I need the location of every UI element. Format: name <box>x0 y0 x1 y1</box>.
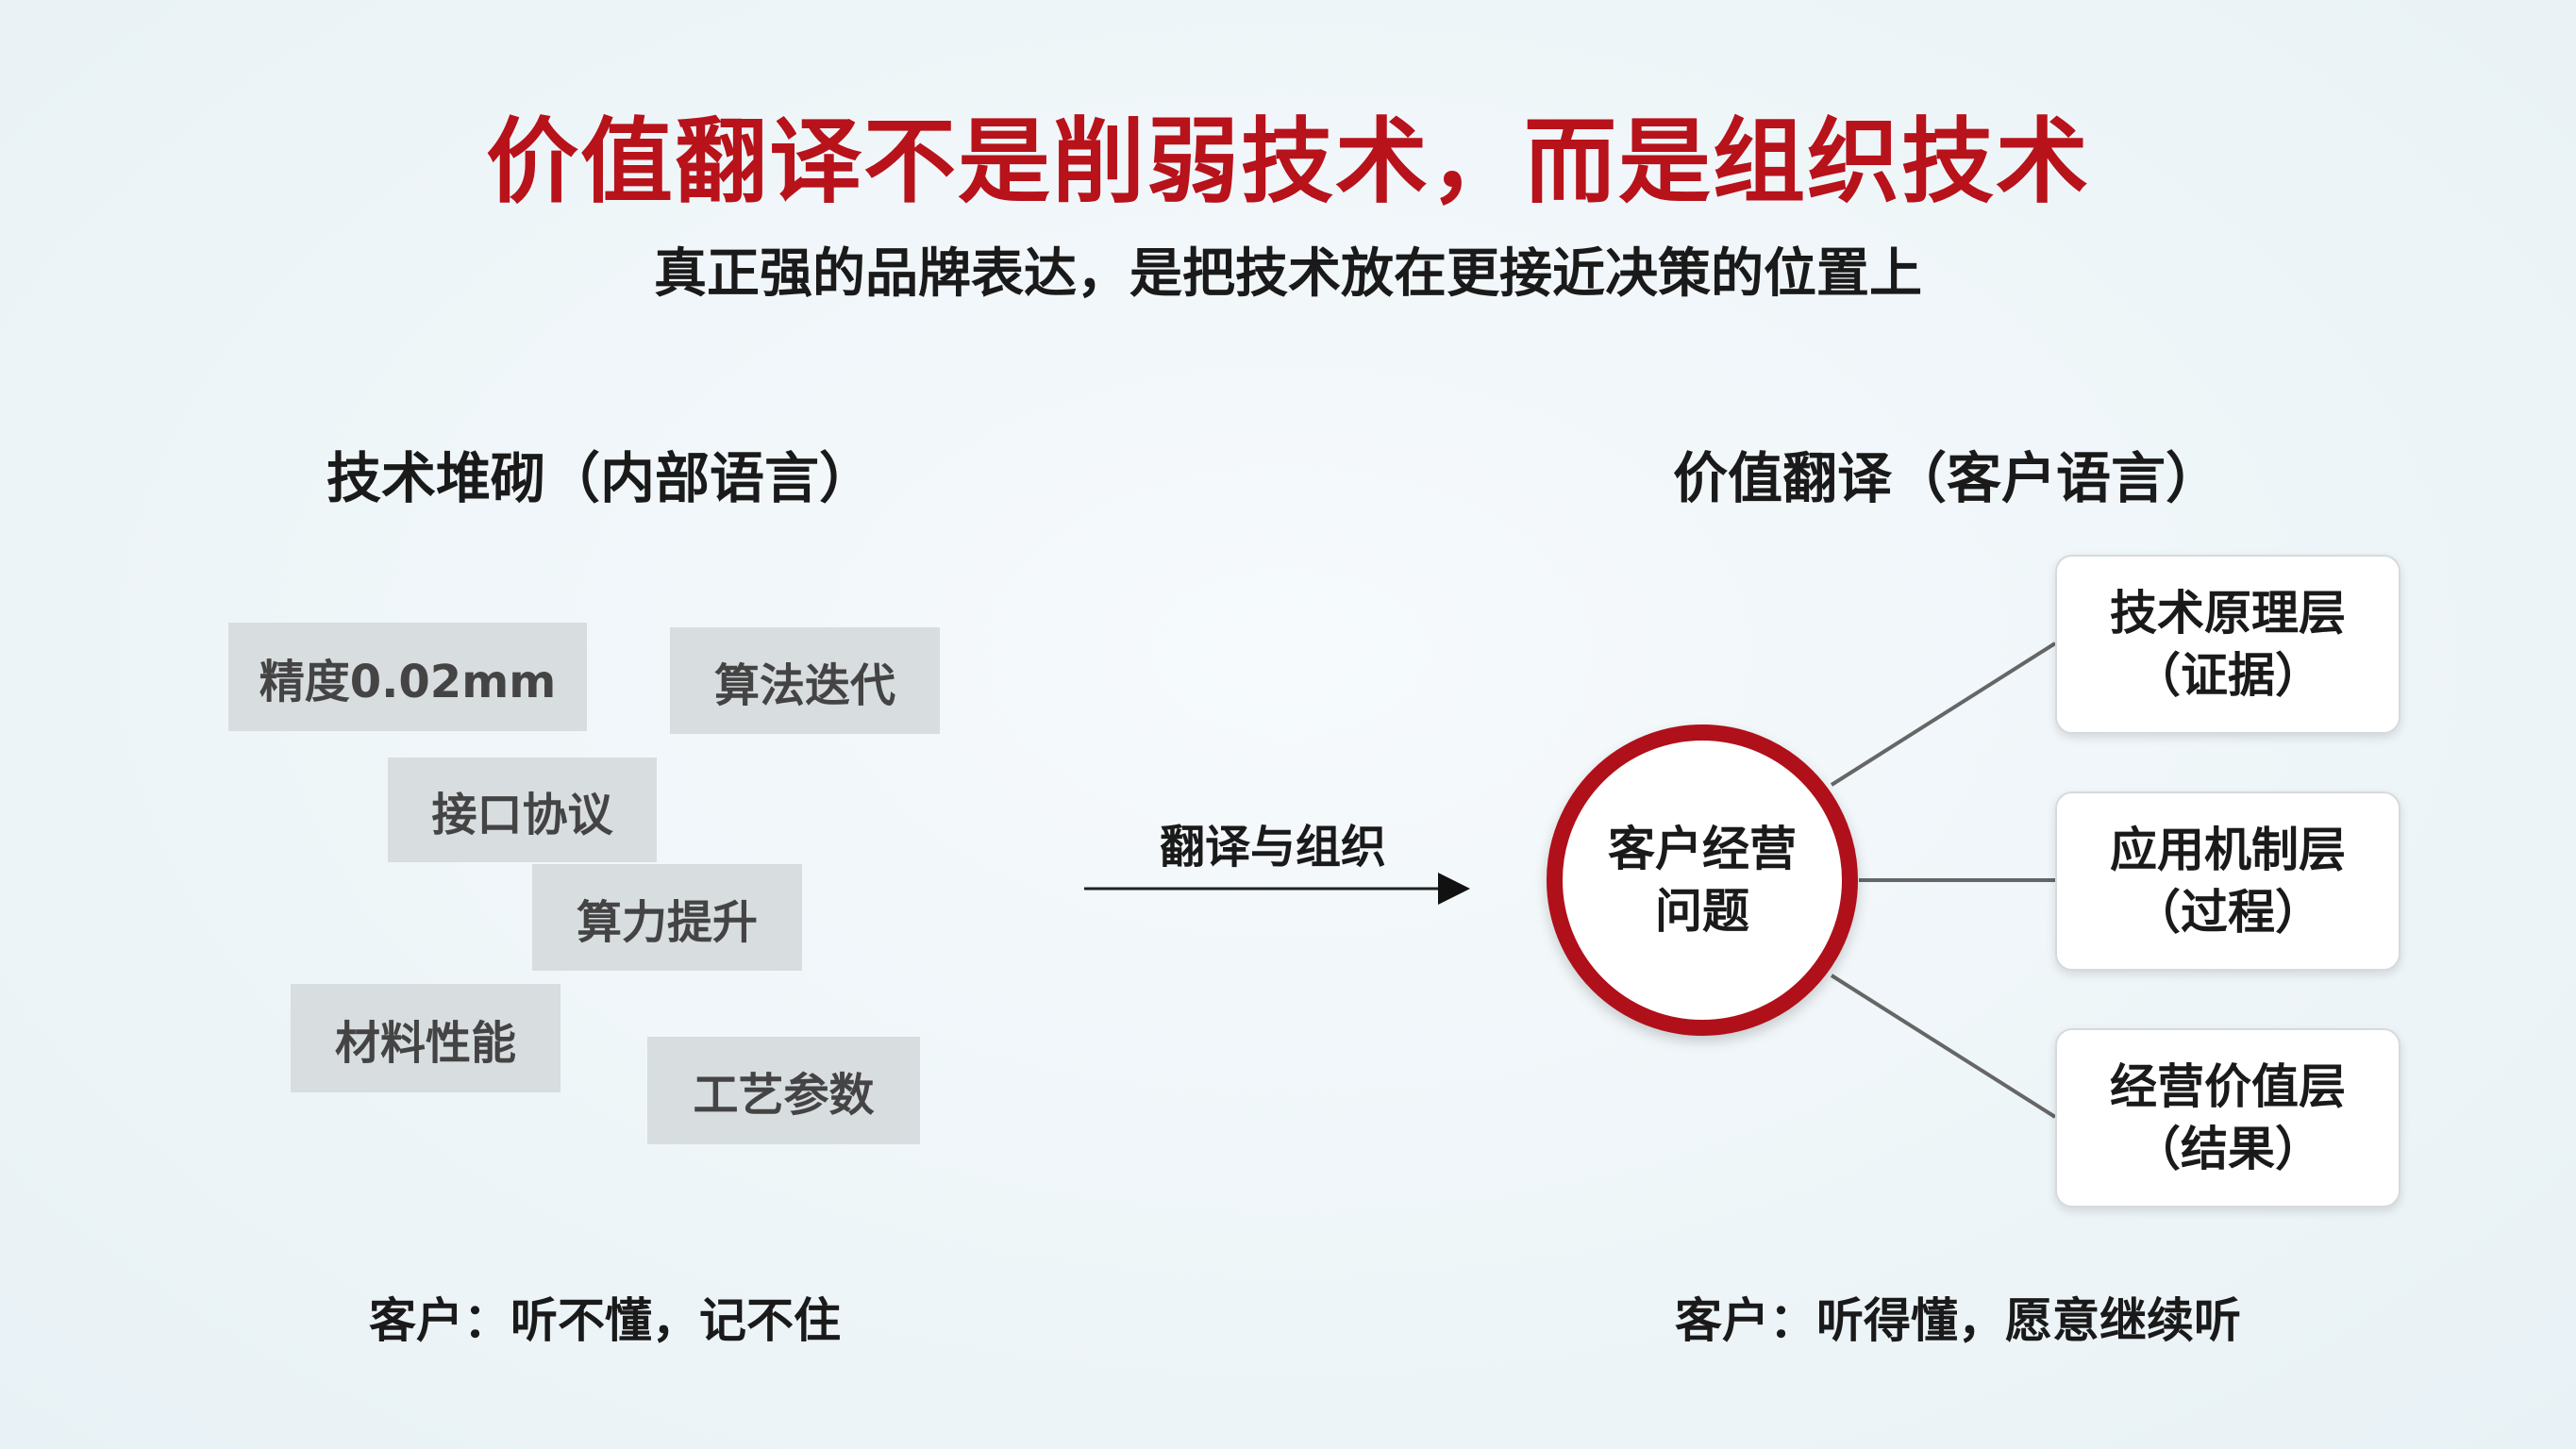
layer-note: （过程） <box>2133 885 2322 940</box>
layer-name: 应用机制层 <box>2110 823 2346 877</box>
arrow-head-icon <box>1438 873 1470 905</box>
center-node: 客户经营 问题 <box>1547 724 1858 1036</box>
center-line2: 问题 <box>1655 884 1749 939</box>
left-caption: 客户：听不懂，记不住 <box>369 1293 841 1348</box>
page-title: 价值翻译不是削弱技术，而是组织技术 <box>485 108 2091 216</box>
tag-process: 工艺参数 <box>647 1037 920 1144</box>
tag-interface: 接口协议 <box>388 758 657 862</box>
tag-compute: 算力提升 <box>532 864 802 971</box>
layer-box-mechanism: 应用机制层 （过程） <box>2055 791 2400 971</box>
center-line1: 客户经营 <box>1608 822 1797 876</box>
page-subtitle: 真正强的品牌表达，是把技术放在更接近决策的位置上 <box>654 243 1922 305</box>
layer-note: （结果） <box>2133 1122 2322 1176</box>
left-heading: 技术堆砌（内部语言） <box>326 446 875 510</box>
layer-name: 经营价值层 <box>2110 1059 2346 1114</box>
connector-top <box>1830 641 2057 787</box>
layer-name: 技术原理层 <box>2110 586 2346 641</box>
arrow-label: 翻译与组织 <box>1159 821 1387 874</box>
right-heading: 价值翻译（客户语言） <box>1672 446 2221 510</box>
layer-note: （证据） <box>2133 648 2322 703</box>
tag-algorithm: 算法迭代 <box>670 627 940 734</box>
connector-bottom <box>1830 974 2057 1119</box>
layer-box-tech: 技术原理层 （证据） <box>2055 555 2400 734</box>
right-caption: 客户：听得懂，愿意继续听 <box>1675 1293 2241 1348</box>
tag-precision: 精度0.02mm <box>228 623 587 731</box>
tag-material: 材料性能 <box>291 984 560 1092</box>
layer-box-value: 经营价值层 （结果） <box>2055 1028 2400 1208</box>
